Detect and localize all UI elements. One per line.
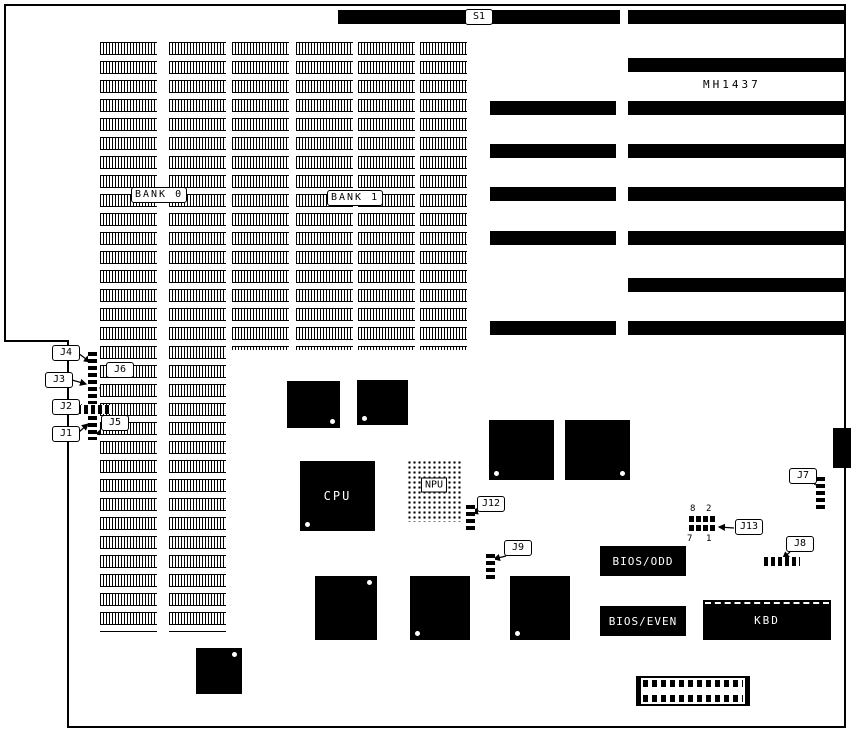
- dram-column: [420, 42, 467, 350]
- j13-pin7: 7: [687, 534, 693, 544]
- pin1-dot: [367, 580, 372, 585]
- board-model-text: MH1437: [703, 78, 761, 91]
- isa-slot-bar: [628, 144, 845, 158]
- plcc-chip: [510, 576, 570, 640]
- j7-label: J7: [789, 468, 817, 484]
- dram-column: [100, 42, 157, 632]
- plcc-chip: [315, 576, 377, 640]
- j9-pin-strip: [486, 554, 495, 580]
- s1-label: S1: [465, 9, 493, 25]
- j8-pin-strip: [764, 557, 800, 566]
- top-right-connector-bar: [628, 10, 845, 24]
- isa-slot-bar: [628, 321, 845, 335]
- kbd-chip: KBD: [703, 600, 831, 640]
- cpu-label: CPU: [323, 489, 352, 503]
- isa-slot-extension-bar: [490, 187, 616, 201]
- dram-column: [169, 42, 226, 632]
- isa-slot-extension-bar: [490, 144, 616, 158]
- dram-column: [232, 42, 289, 350]
- pin1-dot: [494, 471, 499, 476]
- bank0-label: BANK 0: [131, 187, 188, 203]
- isa-slot-bar: [628, 58, 845, 72]
- cpu-chip: CPU: [300, 461, 375, 531]
- kbd-dashed-edge: [705, 602, 829, 604]
- pin-row: [643, 680, 743, 687]
- j1-label: J1: [52, 426, 80, 442]
- j3-label: J3: [45, 372, 73, 388]
- plcc-chip: [565, 420, 630, 480]
- plcc-chip: [196, 648, 242, 694]
- j13-pin1: 1: [706, 534, 712, 544]
- jumper-pin-strip: [77, 405, 113, 414]
- pin1-dot: [232, 652, 237, 657]
- bottom-pin-header: [636, 676, 750, 706]
- isa-slot-bar: [628, 101, 845, 115]
- j13-pin2: 2: [706, 504, 712, 514]
- bios-odd-chip: BIOS/ODD: [600, 546, 686, 576]
- bios-even-label: BIOS/EVEN: [608, 614, 678, 628]
- pin1-dot: [620, 471, 625, 476]
- plcc-chip: [410, 576, 470, 640]
- pin1-dot: [515, 631, 520, 636]
- keyboard-din-connector: [833, 428, 851, 468]
- kbd-label: KBD: [754, 613, 780, 627]
- plcc-chip: [357, 380, 408, 425]
- pin-row: [643, 695, 743, 702]
- j2-label: J2: [52, 399, 80, 415]
- jumper-pin-strip: [88, 352, 97, 404]
- j8-label: J8: [786, 536, 814, 552]
- j13-pin-grid: [689, 516, 716, 531]
- bios-even-chip: BIOS/EVEN: [600, 606, 686, 636]
- plcc-chip: [489, 420, 554, 480]
- pin1-dot: [305, 522, 310, 527]
- isa-slot-extension-bar: [490, 231, 616, 245]
- j12-pin-strip: [466, 505, 475, 531]
- j4-label: J4: [52, 345, 80, 361]
- j12-label: J12: [477, 496, 505, 512]
- isa-slot-extension-bar: [490, 101, 616, 115]
- jumper-pin-strip: [88, 416, 97, 440]
- j9-label: J9: [504, 540, 532, 556]
- isa-slot-extension-bar: [490, 321, 616, 335]
- j6-label: J6: [106, 362, 134, 378]
- pin1-dot: [415, 631, 420, 636]
- npu-chip: NPU: [406, 459, 462, 522]
- npu-label: NPU: [420, 477, 448, 493]
- j13-pin8: 8: [690, 504, 696, 514]
- j7-pin-strip: [816, 477, 825, 511]
- pin1-dot: [330, 419, 335, 424]
- pin1-dot: [362, 416, 367, 421]
- isa-slot-bar: [628, 231, 845, 245]
- isa-slot-bar: [628, 278, 845, 292]
- isa-slot-bar: [628, 187, 845, 201]
- j13-label: J13: [735, 519, 763, 535]
- bios-odd-label: BIOS/ODD: [612, 554, 674, 568]
- j5-label: J5: [101, 415, 129, 431]
- plcc-chip: [287, 381, 340, 428]
- bank1-label: BANK 1: [327, 190, 384, 206]
